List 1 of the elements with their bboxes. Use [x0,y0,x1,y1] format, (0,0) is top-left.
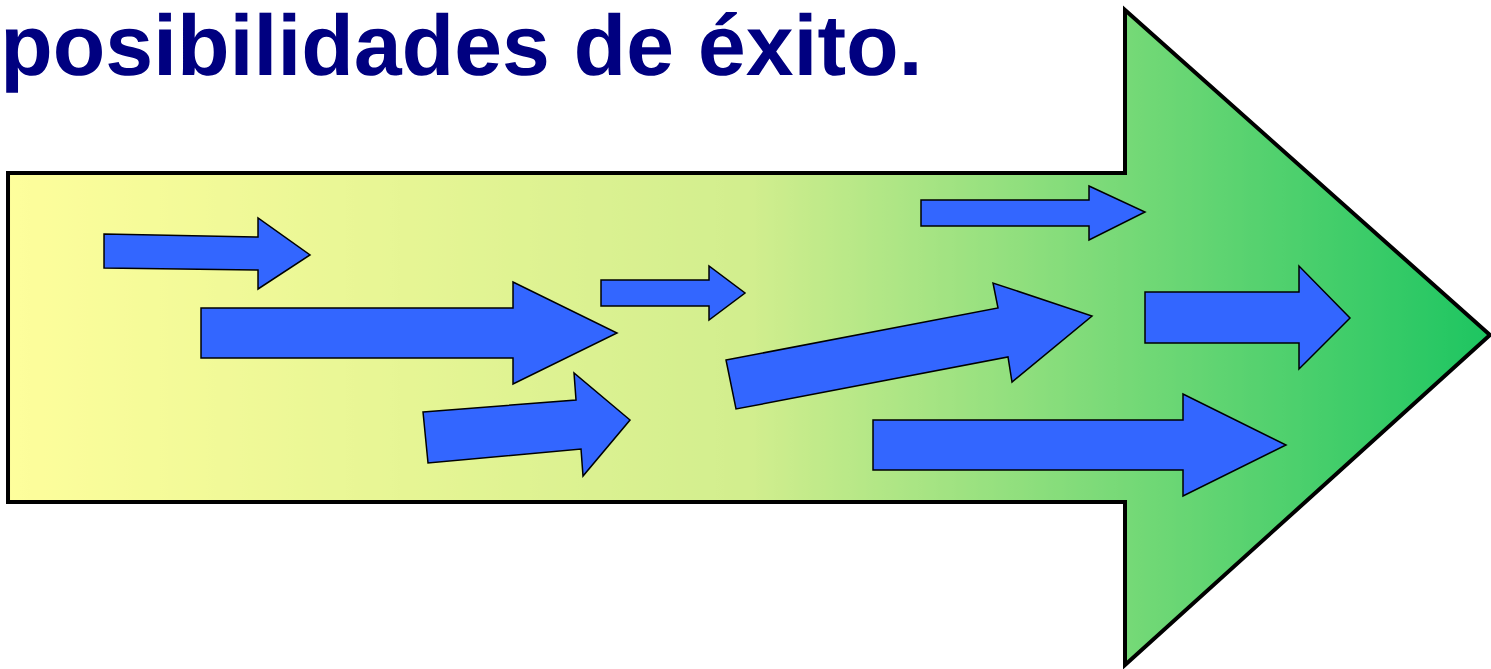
title: posibilidades de éxito. [5,11,917,93]
